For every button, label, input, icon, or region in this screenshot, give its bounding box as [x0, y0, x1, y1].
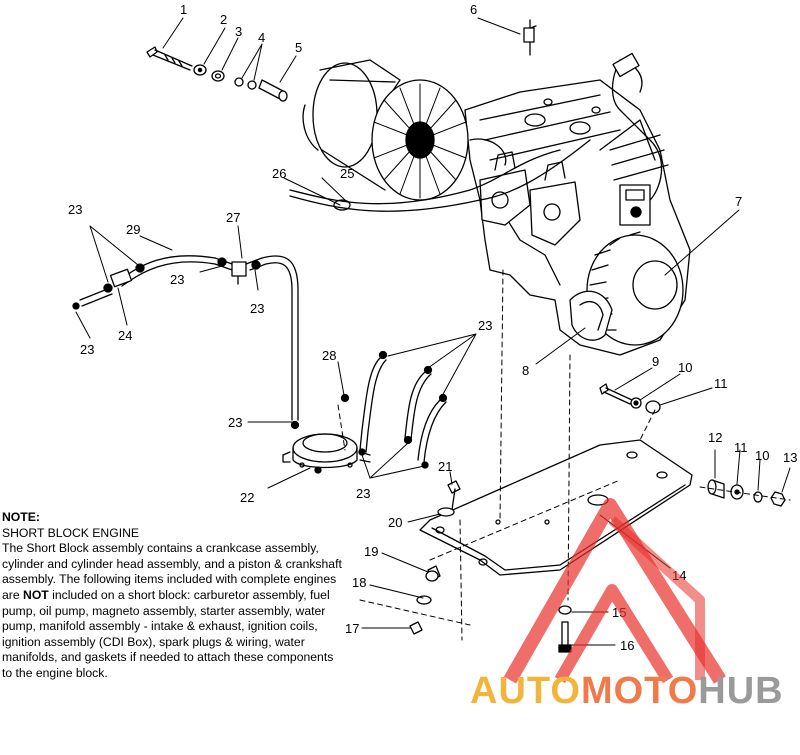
callout-19: 19 [364, 544, 378, 559]
watermark-moto: MOTO [580, 670, 699, 712]
callout-4: 4 [258, 30, 265, 45]
bottom-bolt [558, 605, 572, 653]
callout-27: 27 [226, 210, 240, 225]
callout-16: 16 [620, 638, 634, 653]
pulse-lines [340, 350, 448, 469]
note-body-bold: NOT [23, 587, 49, 602]
callout-23-d: 23 [250, 301, 264, 316]
callout-3: 3 [235, 24, 242, 39]
note-body-part1: The Short Block assembly contains a cran… [2, 541, 342, 602]
callout-23-g: 23 [356, 486, 370, 501]
callout-26: 26 [272, 166, 286, 181]
note-heading: NOTE: [2, 510, 40, 524]
drive-clutch [302, 59, 469, 201]
callout-13: 13 [783, 450, 797, 465]
spark-plug-wire [523, 19, 663, 201]
callout-8: 8 [522, 363, 529, 378]
mount-hardware-upper [599, 383, 661, 414]
leader-lines [75, 17, 791, 646]
note-body-part2: included on a short block: carburetor as… [2, 587, 334, 680]
callout-10: 10 [678, 360, 692, 375]
callout-23-c: 23 [170, 272, 184, 287]
callout-5: 5 [295, 40, 302, 55]
watermark-auto: AUTO [470, 670, 581, 712]
fuel-pump [282, 433, 371, 474]
callout-17: 17 [345, 621, 359, 636]
magneto-cover [569, 231, 684, 346]
left-mount-stack [409, 480, 461, 635]
callout-numbers: 1 2 3 4 5 6 7 8 9 10 11 12 11 10 13 14 1… [68, 2, 797, 653]
callout-10b: 10 [755, 448, 769, 463]
callout-23-e: 23 [228, 415, 242, 430]
callout-28: 28 [322, 348, 336, 363]
clutch-bolt-assembly [146, 46, 288, 102]
callout-6: 6 [470, 2, 477, 17]
note-subheading: SHORT BLOCK ENGINE [2, 525, 140, 540]
callout-11: 11 [714, 376, 728, 391]
mount-hardware-lower [707, 479, 786, 507]
watermark-logo-mark [503, 498, 726, 684]
callout-21: 21 [438, 459, 452, 474]
alignment-lines [337, 269, 791, 641]
callout-20: 20 [388, 515, 402, 530]
callout-23-f: 23 [478, 318, 492, 333]
callout-1: 1 [180, 2, 187, 17]
short-block-note: NOTE: SHORT BLOCK ENGINE The Short Block… [2, 510, 342, 682]
callout-29: 29 [126, 222, 140, 237]
watermark-logo-text: AUTOMOTOHUB [470, 670, 784, 713]
callout-22: 22 [240, 490, 254, 505]
callout-11b: 11 [734, 440, 748, 455]
carburetors [479, 151, 581, 246]
callout-18: 18 [352, 575, 366, 590]
callout-24: 24 [118, 328, 132, 343]
callout-23-a: 23 [68, 202, 82, 217]
engine-mount-plate [419, 439, 693, 576]
callout-12: 12 [708, 430, 722, 445]
callout-9: 9 [652, 354, 659, 369]
note-body: The Short Block assembly contains a cran… [2, 541, 342, 681]
callout-25: 25 [340, 166, 354, 181]
watermark-hub: HUB [698, 670, 784, 712]
callout-2: 2 [220, 12, 227, 27]
fuel-lines [72, 255, 300, 430]
callout-7: 7 [735, 194, 742, 209]
callout-23-b: 23 [80, 342, 94, 357]
